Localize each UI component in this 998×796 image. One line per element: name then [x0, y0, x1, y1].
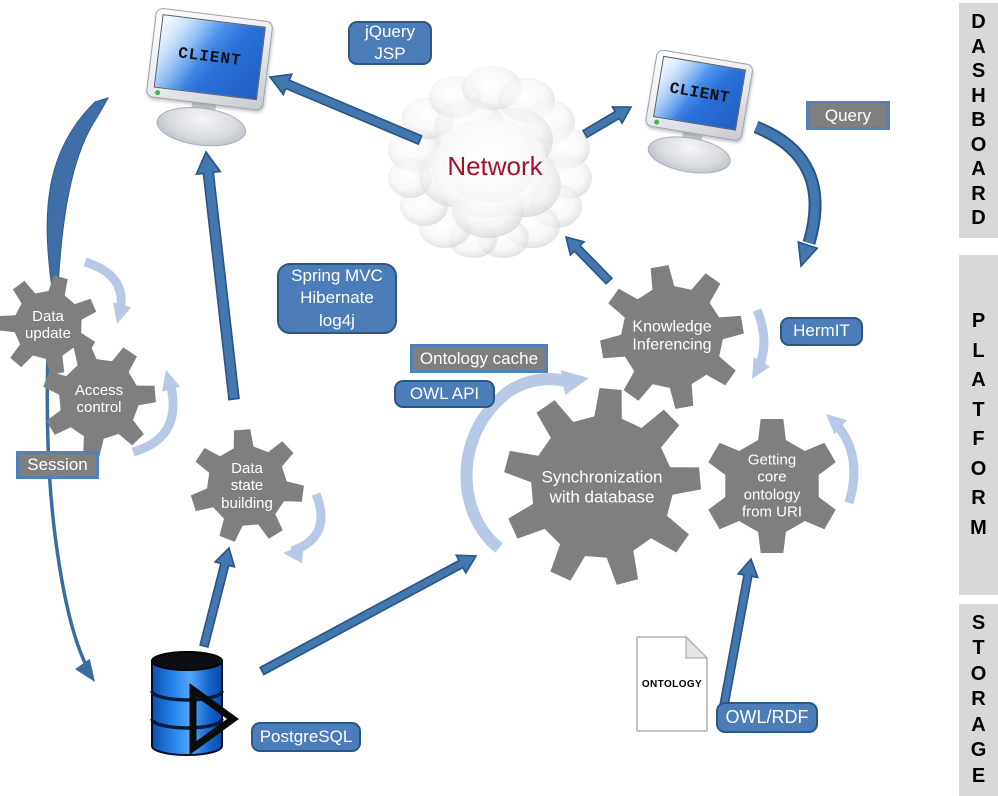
label-ontology-cache: Ontology cache: [410, 344, 548, 373]
sidebar-letter: M: [970, 516, 987, 539]
gear-label-data-update: Data update: [25, 307, 71, 342]
sidebar-letter: T: [972, 398, 985, 421]
monitor-screen: CLIENT: [153, 14, 266, 101]
play-triangle-icon: [189, 683, 239, 755]
arrow-client-right-to-knowledge: [753, 120, 822, 268]
arc-access-control: [131, 370, 181, 457]
sidebar-letter: O: [970, 662, 987, 685]
gear-access-control: [43, 342, 156, 456]
label-postgresql: PostgreSQL: [251, 722, 361, 752]
arrow-network-to-client-left: [268, 73, 423, 146]
gear-knowledge-inferencing: [600, 265, 744, 409]
client-screen-text: CLIENT: [668, 79, 731, 108]
gear-label-getting-core: Getting core ontology from URI: [742, 451, 802, 521]
label-spring-stack: Spring MVC Hibernate log4j: [277, 263, 397, 334]
postgresql-database: [150, 651, 224, 756]
sidebar-letter: G: [970, 739, 987, 762]
arrow-db-to-datastate: [199, 546, 236, 648]
arrow-datastate-to-client-left: [195, 150, 240, 401]
sidebar-letter: D: [971, 207, 986, 230]
sidebar-letter: A: [971, 35, 986, 58]
gear-getting-core: [708, 419, 836, 553]
client-monitor-left: CLIENT: [139, 7, 274, 153]
sidebar-letter: S: [971, 611, 986, 634]
sidebar-letter: F: [972, 428, 985, 450]
sidebar-letter: O: [970, 133, 987, 156]
arc-getting-core: [826, 414, 859, 505]
monitor-bezel: CLIENT: [145, 7, 274, 112]
arc-synchronization: [460, 370, 589, 553]
label-owl-api: OWL API: [394, 380, 495, 408]
gear-label-synchronization: Synchronization with database: [541, 467, 663, 506]
gear-label-knowledge-inferencing: Knowledge Inferencing: [632, 318, 712, 354]
label-hermit: HermIT: [780, 317, 863, 346]
sidebar-letter: S: [971, 60, 986, 83]
gear-label-data-state-building: Data state building: [221, 460, 273, 512]
sidebar-letter: R: [971, 487, 986, 509]
client-monitor-right: CLIENT: [637, 48, 755, 181]
gear-synchronization: [504, 388, 701, 585]
arc-data-update: [83, 257, 132, 324]
ontology-document: [636, 635, 709, 732]
arc-data-state-building: [283, 492, 326, 564]
label-session: Session: [16, 451, 99, 479]
sidebar-letter: D: [971, 11, 986, 34]
label-owl-rdf: OWL/RDF: [716, 702, 818, 733]
label-query: Query: [806, 101, 890, 130]
ontology-document-label: ONTOLOGY: [641, 678, 703, 690]
sidebar-letter: A: [971, 369, 986, 391]
sidebar-letter: A: [971, 713, 986, 736]
arrow-network-to-client-right: [581, 106, 633, 139]
network-cloud: [388, 66, 592, 258]
arrow-db-to-synchronization: [259, 554, 478, 676]
sidebar-letter: H: [971, 84, 986, 107]
sidebar-letter: O: [970, 457, 987, 480]
arrow-ontology-to-getting: [717, 557, 759, 718]
sidebar-letter: L: [972, 339, 985, 362]
client-screen-text: CLIENT: [177, 44, 243, 70]
power-led: [154, 89, 161, 96]
arrow-knowledge-to-network: [564, 235, 614, 285]
gear-label-access-control: Access control: [74, 381, 124, 416]
monitor-screen: CLIENT: [653, 55, 747, 131]
power-led: [653, 119, 660, 125]
gear-data-state-building: [190, 429, 304, 542]
arc-knowledge-inferencing: [752, 308, 771, 379]
sidebar-letter: R: [971, 182, 986, 205]
monitor-bezel: CLIENT: [644, 48, 754, 142]
sidebar-letter: T: [972, 637, 985, 660]
label-jquery-jsp: jQuery JSP: [348, 21, 432, 65]
arrow-data-update-to-client: [46, 97, 110, 289]
sidebar-letter: R: [971, 688, 986, 711]
sidebar-letter: P: [971, 310, 986, 332]
gear-data-update: [0, 275, 97, 375]
sidebar-letter: B: [971, 109, 986, 132]
sidebar-letter: A: [971, 158, 986, 181]
arrow-client-to-database-session: [45, 349, 95, 682]
sidebar-letter: E: [971, 764, 986, 787]
network-label: Network: [447, 151, 543, 181]
